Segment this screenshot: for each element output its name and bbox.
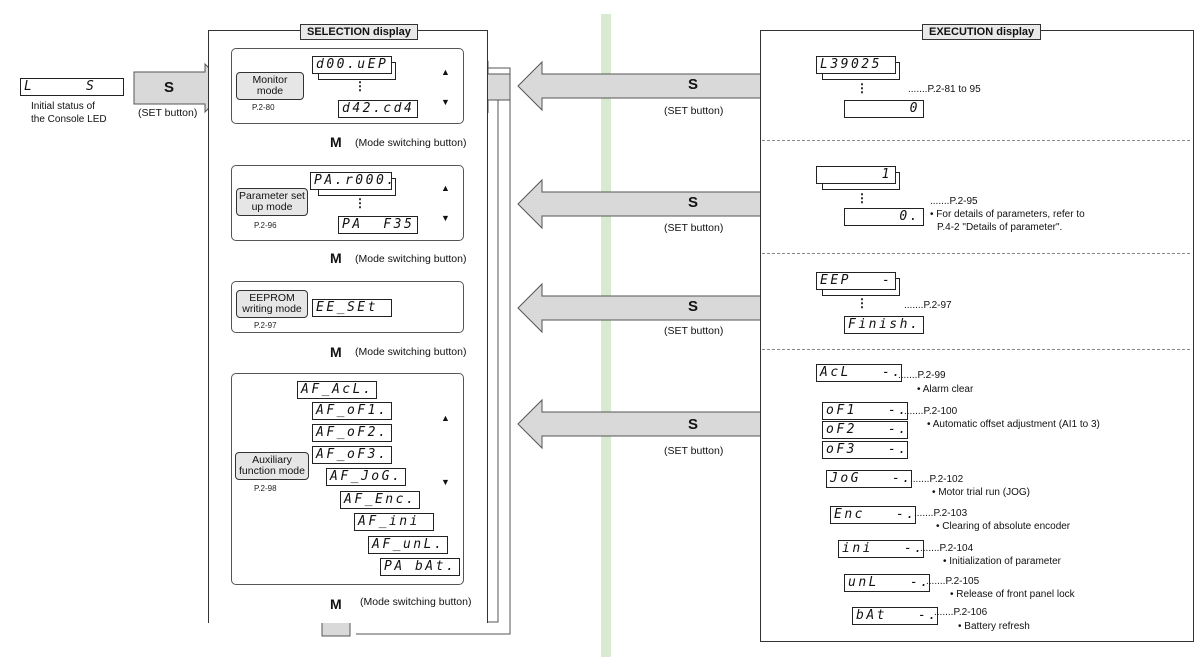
exec-monitor-ellipsis: ⋮ xyxy=(856,81,868,95)
exec-aux-lcd-5: JoG -. xyxy=(826,470,912,488)
return-loop-line xyxy=(356,67,511,635)
aux-lcd-7: AF_ini xyxy=(354,513,434,531)
set-label-2: (SET button) xyxy=(664,222,724,234)
monitor-mode-ref: P.2-80 xyxy=(252,103,275,112)
exec-eeprom-ref: .......P.2-97 xyxy=(904,300,952,311)
set-label-4: (SET button) xyxy=(664,445,724,457)
monitor-mode-label: Monitor mode xyxy=(236,72,304,100)
aux-lcd-1: AF_AcL. xyxy=(297,381,377,399)
exec-aux-ref-9: .......P.2-106 xyxy=(934,607,988,618)
m-label-2: (Mode switching button) xyxy=(355,253,467,265)
parameter-lcd-bottom: PA F35 xyxy=(338,216,418,234)
exec-parameter-lcd-bottom: 0. xyxy=(844,208,924,226)
aux-lcd-4: AF_oF3. xyxy=(312,446,392,464)
exec-aux-lcd-1: AcL -. xyxy=(816,364,902,382)
eeprom-lcd: EE_SEt xyxy=(312,299,392,317)
auxiliary-mode-label: Auxiliary function mode xyxy=(235,452,309,480)
down-triangle-3: ▼ xyxy=(441,477,450,487)
exec-parameter-ellipsis: ⋮ xyxy=(856,191,868,205)
eeprom-mode-ref: P.2-97 xyxy=(254,321,277,330)
up-triangle-1: ▲ xyxy=(441,67,450,77)
parameter-ellipsis: ⋮ xyxy=(354,196,366,210)
execution-frame xyxy=(760,30,1194,642)
set-key-3: S xyxy=(688,298,699,315)
parameter-mode-ref: P.2-96 xyxy=(254,221,277,230)
initial-set-key: S xyxy=(164,79,175,96)
parameter-mode-label: Parameter set up mode xyxy=(236,188,308,216)
exec-aux-lcd-7: ini -. xyxy=(838,540,924,558)
exec-parameter-lcd-top: 1 xyxy=(816,166,896,184)
monitor-ellipsis: ⋮ xyxy=(354,79,366,93)
set-label-3: (SET button) xyxy=(664,325,724,337)
exec-parameter-note1: • For details of parameters, refer to xyxy=(930,209,1085,220)
exec-aux-ref-6: .......P.2-103 xyxy=(914,508,968,519)
parameter-lcd-top: PA.r000. xyxy=(310,172,392,190)
exec-aux-desc-5: • Motor trial run (JOG) xyxy=(932,487,1030,498)
exec-aux-lcd-4: oF3 -. xyxy=(822,441,908,459)
exec-aux-ref-8: .......P.2-105 xyxy=(926,576,980,587)
monitor-lcd-bottom: d42.cd4 xyxy=(338,100,418,118)
m-label-3: (Mode switching button) xyxy=(355,346,467,358)
exec-monitor-ref: .......P.2-81 to 95 xyxy=(908,84,981,95)
exec-aux-desc-9: • Battery refresh xyxy=(958,621,1030,632)
auxiliary-mode-ref: P.2-98 xyxy=(254,484,277,493)
down-triangle-1: ▼ xyxy=(441,97,450,107)
exec-parameter-ref: .......P.2-95 xyxy=(930,196,978,207)
aux-lcd-3: AF_oF2. xyxy=(312,424,392,442)
exec-eeprom-lcd-top: EEP - xyxy=(816,272,896,290)
initial-caption-1: Initial status of xyxy=(31,101,95,112)
m-key-2: M xyxy=(330,250,342,266)
monitor-lcd-top: d00.uEP xyxy=(312,56,392,74)
exec-aux-desc-8: • Release of front panel lock xyxy=(950,589,1075,600)
exec-eeprom-ellipsis: ⋮ xyxy=(856,296,868,310)
exec-aux-ref-7: .......P.2-104 xyxy=(920,543,974,554)
aux-lcd-8: AF_unL. xyxy=(368,536,448,554)
exec-aux-lcd-2: oF1 -. xyxy=(822,402,908,420)
eeprom-mode-label: EEPROM writing mode xyxy=(236,290,308,318)
exec-monitor-lcd-top: L39025 xyxy=(816,56,896,74)
center-divider xyxy=(601,14,611,657)
m-label-4: (Mode switching button) xyxy=(360,596,472,608)
execution-title: EXECUTION display xyxy=(922,24,1042,40)
exec-aux-lcd-3: oF2 -. xyxy=(822,421,908,439)
divider-2 xyxy=(762,253,1190,254)
initial-set-label: (SET button) xyxy=(138,107,198,119)
aux-lcd-2: AF_oF1. xyxy=(312,402,392,420)
exec-parameter-note2: P.4-2 "Details of parameter". xyxy=(937,222,1063,233)
exec-aux-desc-1: • Alarm clear xyxy=(917,384,974,395)
aux-lcd-5: AF_JoG. xyxy=(326,468,406,486)
divider-1 xyxy=(762,140,1190,141)
exec-eeprom-lcd-bottom: Finish. xyxy=(844,316,924,334)
exec-aux-desc-7: • Initialization of parameter xyxy=(943,556,1062,567)
m-key-3: M xyxy=(330,344,342,360)
exec-aux-ref-2: .......P.2-100 xyxy=(904,406,958,417)
set-key-4: S xyxy=(688,416,699,433)
initial-lcd: L S xyxy=(20,78,124,96)
set-label-1: (SET button) xyxy=(664,105,724,117)
m-key-4: M xyxy=(330,596,342,612)
set-arrows xyxy=(517,60,807,450)
aux-lcd-6: AF_Enc. xyxy=(340,491,420,509)
set-key-2: S xyxy=(688,194,699,211)
selection-title: SELECTION display xyxy=(300,24,418,40)
set-key-1: S xyxy=(688,76,699,93)
exec-monitor-lcd-bottom: 0 xyxy=(844,100,924,118)
exec-aux-lcd-6: Enc -. xyxy=(830,506,916,524)
m-label-1: (Mode switching button) xyxy=(355,137,467,149)
divider-3 xyxy=(762,349,1190,350)
m-key-1: M xyxy=(330,134,342,150)
exec-aux-ref-1: .......P.2-99 xyxy=(898,370,946,381)
exec-aux-desc-6: • Clearing of absolute encoder xyxy=(936,521,1071,532)
aux-lcd-9: PA bAt. xyxy=(380,558,460,576)
exec-aux-desc-2: • Automatic offset adjustment (AI1 to 3) xyxy=(927,419,1100,430)
up-triangle-3: ▲ xyxy=(441,413,450,423)
down-triangle-2: ▼ xyxy=(441,213,450,223)
exec-aux-lcd-9: bAt -. xyxy=(852,607,938,625)
exec-aux-ref-5: .......P.2-102 xyxy=(910,474,964,485)
initial-caption-2: the Console LED xyxy=(31,114,107,125)
up-triangle-2: ▲ xyxy=(441,183,450,193)
exec-aux-lcd-8: unL -. xyxy=(844,574,930,592)
